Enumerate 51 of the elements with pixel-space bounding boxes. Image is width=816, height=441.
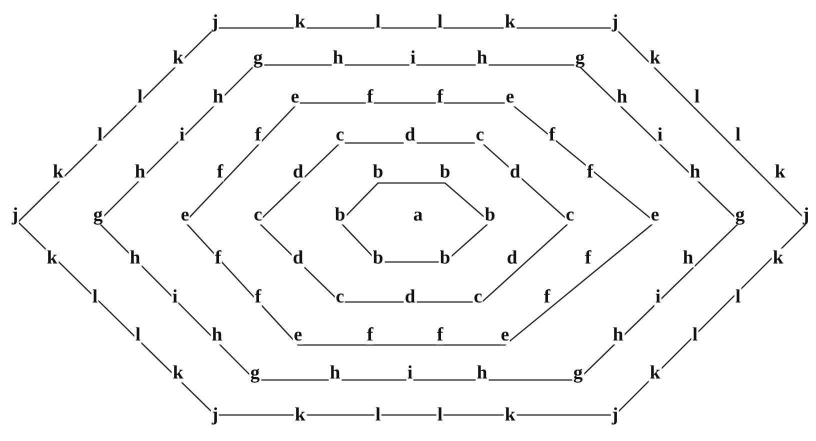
letter-label: b — [334, 206, 346, 224]
letter-label: h — [212, 88, 224, 106]
letter-label: h — [332, 48, 344, 68]
letter-label: k — [172, 48, 184, 68]
letter-label: d — [292, 248, 304, 268]
letter-label: j — [802, 206, 810, 224]
letter-label: j — [210, 406, 220, 424]
letter-label: f — [436, 88, 444, 106]
letter-label: h — [688, 162, 702, 182]
letter-label: f — [366, 326, 374, 344]
letter-label: d — [404, 126, 416, 144]
letter-label: i — [406, 364, 414, 382]
letter-label: f — [436, 326, 444, 344]
letter-label: h — [476, 364, 488, 382]
letter-label: k — [172, 364, 184, 382]
letter-label: i — [178, 126, 186, 144]
letter-label: h — [476, 48, 488, 68]
letter-label: f — [254, 126, 262, 144]
letter-label: h — [210, 326, 224, 344]
letter-label: l — [96, 126, 104, 144]
letter-label: l — [436, 12, 444, 32]
letter-label: h — [128, 248, 142, 268]
letter-label: h — [682, 248, 694, 268]
letter-label: l — [693, 88, 701, 106]
letter-label: h — [134, 162, 146, 182]
letter-label: k — [504, 12, 516, 32]
letter-label: l — [374, 12, 382, 32]
letter-label: j — [610, 406, 620, 424]
letter-label: f — [548, 126, 556, 144]
letter-label: k — [52, 162, 64, 182]
letter-label: j — [210, 12, 220, 32]
letter-label: i — [654, 288, 662, 306]
letter-label: d — [508, 162, 522, 182]
letter-label: b — [484, 206, 496, 224]
letter-label: d — [292, 162, 304, 182]
letter-label: k — [294, 12, 306, 32]
letter-label: k — [648, 364, 662, 382]
letter-label: j — [610, 12, 620, 32]
letter-label: f — [216, 162, 224, 182]
letter-label: i — [171, 288, 179, 306]
letter-label: i — [409, 48, 417, 68]
letter-label: h — [612, 326, 624, 344]
letter-label: i — [656, 126, 664, 144]
letter-label: k — [648, 48, 662, 68]
letter-label: h — [328, 364, 342, 382]
letter-label: f — [254, 288, 262, 306]
letter-label: h — [616, 88, 628, 106]
letter-label: l — [134, 326, 142, 344]
letter-label: l — [136, 88, 144, 106]
letter-label: f — [366, 88, 374, 106]
letter-label: j — [10, 206, 20, 224]
